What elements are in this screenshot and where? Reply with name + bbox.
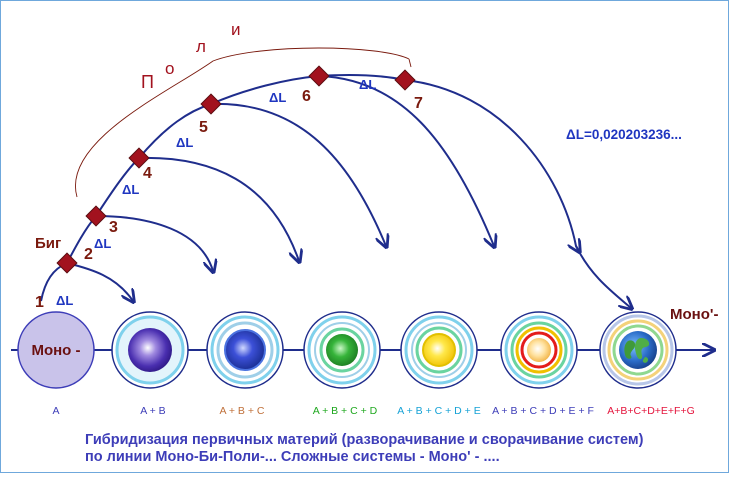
poly-letter-i: и (231, 20, 241, 39)
earth-continent-2 (634, 338, 650, 360)
node-2-diamond (56, 252, 78, 274)
circle-abcdefg-earth (599, 311, 677, 389)
earth-continent-1 (624, 340, 636, 359)
arc-3-to-abc (95, 215, 213, 271)
node-6-diamond (308, 65, 330, 87)
circle-ab (111, 311, 189, 389)
arc-4-to-abcd (138, 156, 299, 261)
poly-letter-o: о (165, 59, 174, 78)
node-number-3: 3 (109, 219, 118, 236)
circle-label-abcdefg: A+B+C+D+E+F+G (607, 405, 695, 417)
node-number-1: 1 (35, 294, 44, 311)
delta-l-4: ΔL (176, 135, 193, 150)
poly-letter-l: л (196, 37, 206, 56)
circle-abcd (303, 311, 381, 389)
circle-abcde (400, 311, 478, 389)
arc-6-to-abcdef (318, 75, 494, 246)
circle-label-a: A (52, 405, 59, 417)
node-diamonds (56, 65, 416, 274)
delta-l-6: ΔL (359, 77, 376, 92)
caption-line-1: Гибридизация первичных материй (разворач… (85, 432, 644, 448)
node-number-6: 6 (302, 88, 311, 105)
node-5-diamond (200, 93, 222, 115)
delta-l-1: ΔL (56, 293, 73, 308)
poly-bracket (74, 47, 410, 198)
circle-abcdef (500, 311, 578, 389)
node-4-diamond (128, 147, 150, 169)
delta-l-2: ΔL (94, 236, 111, 251)
circle-label-abcde: A + B + C + D + E (397, 405, 480, 417)
circle-label-abc: A + B + C (220, 405, 265, 417)
mono-prime-label: Моно'- (670, 306, 718, 323)
node-3-diamond (85, 205, 107, 227)
earth-continent-3 (642, 357, 649, 363)
node-number-2: 2 (84, 246, 93, 263)
circle-label-abcdef: A + B + C + D + E + F (492, 405, 594, 417)
delta-l-value: ΔL=0,020203236... (566, 127, 682, 142)
circle-label-ab: A + B (140, 405, 165, 417)
spine-arc (40, 74, 406, 302)
circle-abc (206, 311, 284, 389)
caption-line-2: по линии Моно-Би-Поли-... Сложные систем… (85, 449, 500, 465)
node-number-4: 4 (143, 165, 152, 182)
node-number-7: 7 (414, 95, 423, 112)
arc-7-arrow-mid (576, 246, 579, 251)
node-number-5: 5 (199, 119, 208, 136)
poly-letter-p: П (141, 72, 154, 92)
bi-label: Биг (35, 235, 61, 252)
node-7-diamond (394, 69, 416, 91)
circle-label-abcd: A + B + C + D (313, 405, 378, 417)
arc-2-to-ab (66, 262, 133, 301)
delta-l-3: ΔL (122, 182, 139, 197)
poly-bracket-tick (408, 58, 412, 68)
delta-l-5: ΔL (269, 90, 286, 105)
mono-label: Моно - (31, 342, 80, 359)
arc-7-to-abcdefg (404, 79, 631, 308)
arc-5-to-abcde (210, 102, 386, 246)
circle-mono (17, 311, 95, 389)
